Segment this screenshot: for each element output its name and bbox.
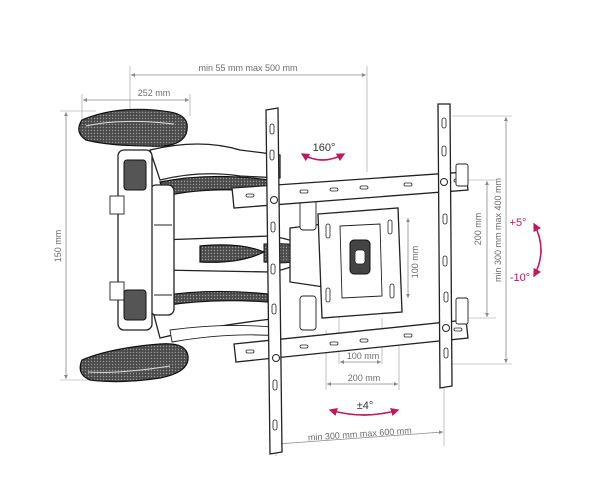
rotation-indicator: ±4° bbox=[328, 400, 400, 417]
wall-pad-bottom bbox=[79, 343, 189, 383]
dim-vesa-v-small: 100 mm bbox=[406, 218, 420, 298]
right-bracket-slots bbox=[441, 117, 449, 359]
vesa-h-range-label: min 300 mm max 600 mm bbox=[308, 425, 412, 442]
dim-top-span: min 55 mm max 500 mm bbox=[129, 63, 368, 172]
vesa-plate bbox=[231, 103, 469, 455]
swivel-label: 160° bbox=[313, 142, 336, 154]
left-bracket-slots bbox=[269, 123, 278, 431]
dim-vesa-h-range: min 300 mm max 600 mm bbox=[275, 388, 445, 456]
tilt-up-label: +5° bbox=[510, 217, 527, 229]
dim-vesa-v-range: min 300 mm max 400 mm bbox=[452, 115, 512, 365]
tilt-down-label: -10° bbox=[510, 272, 530, 284]
top-span-label: min 55 mm max 500 mm bbox=[198, 63, 297, 73]
tilt-indicator: +5° -10° bbox=[510, 217, 542, 284]
wall-pad-top bbox=[78, 108, 188, 147]
vesa-h-mid-label: 200 mm bbox=[348, 373, 381, 383]
vesa-v-range-label: min 300 mm max 400 mm bbox=[493, 178, 503, 282]
articulating-arm bbox=[109, 143, 345, 343]
dim-arm-width: 252 mm bbox=[81, 88, 191, 120]
vesa-h-small-label: 100 mm bbox=[347, 351, 380, 361]
arm-width-label: 252 mm bbox=[138, 88, 171, 98]
rotation-label: ±4° bbox=[357, 400, 374, 412]
dim-vesa-v-mid: 200 mm bbox=[456, 179, 496, 319]
vesa-v-small-label: 100 mm bbox=[410, 246, 420, 279]
vesa-v-mid-label: 200 mm bbox=[473, 213, 483, 246]
rail-slots-bottom bbox=[245, 327, 463, 354]
dim-wall-height: 150 mm bbox=[53, 110, 96, 381]
center-plate-slots bbox=[325, 219, 395, 303]
wall-height-label: 150 mm bbox=[53, 230, 63, 263]
swivel-indicator: 160° bbox=[300, 142, 346, 162]
